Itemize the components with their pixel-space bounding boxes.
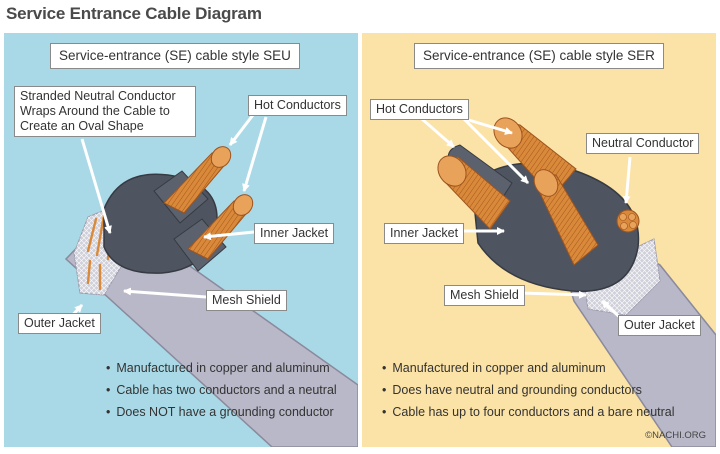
seu-outer-jacket-label: Outer Jacket [18, 313, 101, 334]
ser-hot-label: Hot Conductors [370, 99, 469, 120]
seu-inner-jacket-label: Inner Jacket [254, 223, 335, 244]
seu-bullet-list: Manufactured in copper and aluminum Cabl… [106, 357, 337, 423]
ser-bullet: Cable has up to four conductors and a ba… [382, 401, 674, 423]
seu-bullet: Does NOT have a grounding conductor [106, 401, 337, 423]
seu-panel-title: Service-entrance (SE) cable style SEU [50, 43, 300, 69]
ser-panel: Service-entrance (SE) cable style SER Ho… [362, 33, 716, 447]
seu-panel: Service-entrance (SE) cable style SEU St… [4, 33, 358, 447]
ser-bullet: Manufactured in copper and aluminum [382, 357, 675, 379]
ser-mesh-shield-label: Mesh Shield [444, 285, 525, 306]
page-title: Service Entrance Cable Diagram [6, 4, 262, 23]
credit-text: ©NACHI.ORG [645, 430, 706, 441]
seu-bullet: Cable has two conductors and a neutral [106, 379, 336, 401]
ser-outer-jacket-label: Outer Jacket [618, 315, 701, 336]
ser-neutral-conductor [616, 209, 640, 233]
ser-bullet-list: Manufactured in copper and aluminum Does… [382, 357, 675, 423]
ser-panel-title: Service-entrance (SE) cable style SER [414, 43, 664, 69]
seu-hot-label: Hot Conductors [248, 95, 347, 116]
ser-bullet: Does have neutral and grounding conducto… [382, 379, 675, 401]
ser-neutral-label: Neutral Conductor [586, 133, 700, 154]
seu-bullet: Manufactured in copper and aluminum [106, 357, 337, 379]
seu-neutral-label: Stranded Neutral Conductor Wraps Around … [14, 86, 196, 137]
seu-mesh-shield-label: Mesh Shield [206, 290, 287, 311]
ser-inner-jacket-label: Inner Jacket [384, 223, 465, 244]
